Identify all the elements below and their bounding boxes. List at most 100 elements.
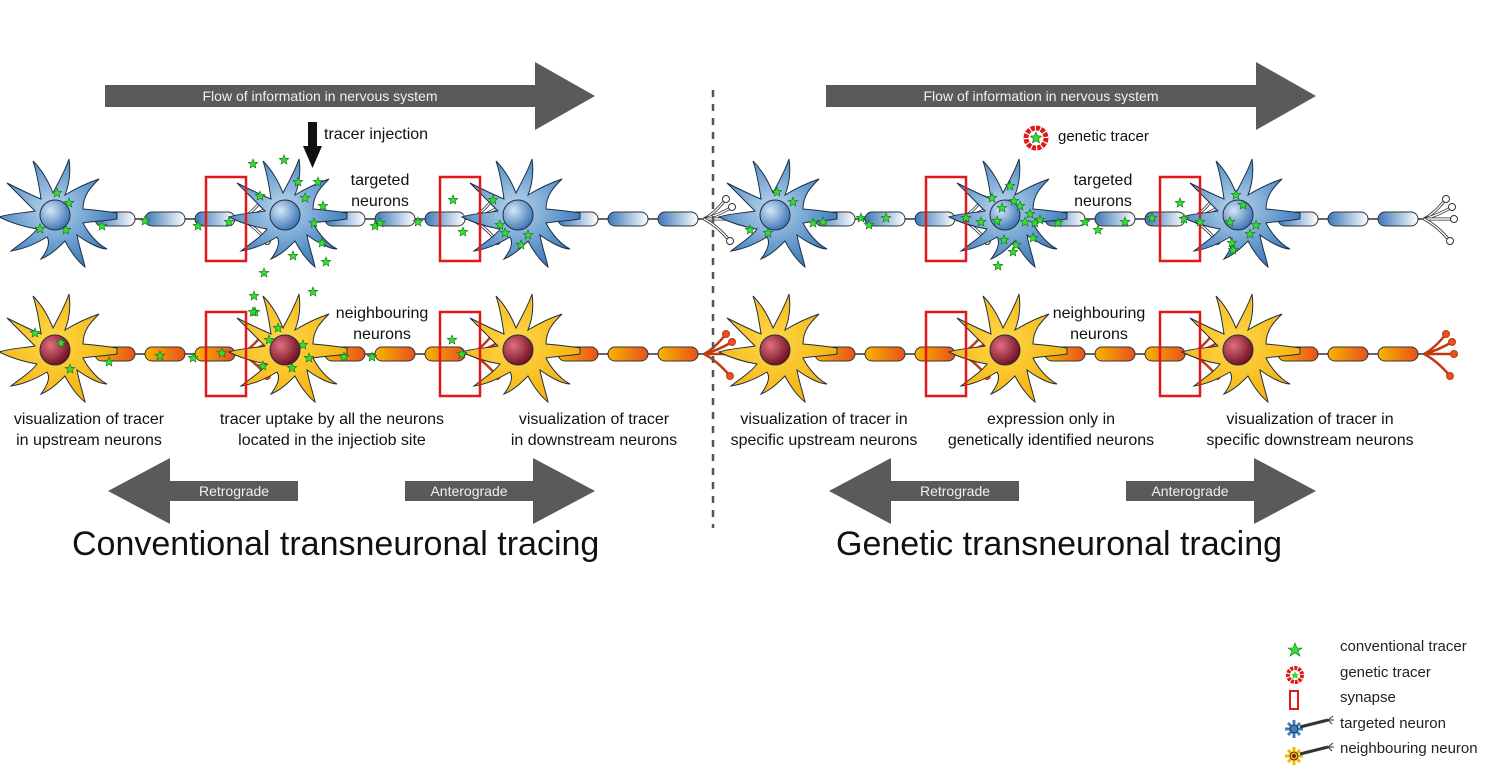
tracer-star-icon bbox=[1014, 200, 1026, 211]
tracer-star-icon bbox=[96, 220, 108, 231]
tracer-star-icon bbox=[366, 351, 378, 362]
legend-item-genetic-tracer: genetic tracer bbox=[1280, 662, 1500, 688]
caption-line: expression only in bbox=[986, 411, 1116, 428]
caption-line: tracer uptake by all the neurons bbox=[219, 411, 445, 428]
caption-upstream: visualization of tracer in upstream neur… bbox=[0, 409, 178, 451]
tracer-star-icon bbox=[299, 192, 311, 203]
tracer-star-icon bbox=[1119, 216, 1131, 227]
synapse-box bbox=[438, 310, 482, 398]
genetic-tracer-icon bbox=[1286, 665, 1304, 684]
tracer-star-icon bbox=[1024, 208, 1036, 219]
myelin-sheath bbox=[657, 346, 699, 362]
neighbouring-neurons-line1: neighbouring bbox=[1052, 305, 1146, 322]
caption-line: genetically identified neurons bbox=[947, 432, 1155, 449]
tracer-star-icon bbox=[1194, 216, 1206, 227]
tracer-star-icon bbox=[855, 212, 867, 223]
caption-downstream: visualization of tracer in specific down… bbox=[1192, 409, 1428, 451]
neighbouring-neurons-line2: neurons bbox=[353, 326, 411, 343]
myelin-sheath bbox=[864, 346, 906, 362]
tracer-star-icon bbox=[338, 351, 350, 362]
retrograde-arrow-conventional: Retrograde bbox=[108, 458, 298, 524]
injection-arrow-head bbox=[303, 146, 322, 168]
flow-arrow-conventional-label: Flow of information in nervous system bbox=[203, 88, 438, 104]
myelin-sheath bbox=[194, 346, 236, 362]
tracer-star-icon bbox=[103, 356, 115, 367]
tracer-star-icon bbox=[139, 215, 151, 226]
nucleus bbox=[502, 334, 534, 366]
tracer-star-icon bbox=[762, 227, 774, 238]
terminal-bouton bbox=[1450, 350, 1458, 358]
neighbouring-neurons-line2: neurons bbox=[1070, 326, 1128, 343]
neighbouring-axon bbox=[1274, 330, 1458, 380]
targeted-neurons-line1: targeted bbox=[1073, 172, 1133, 189]
caption-line: visualization of tracer bbox=[13, 411, 165, 428]
tracer-star-icon bbox=[996, 202, 1008, 213]
panel-genetic bbox=[717, 158, 1458, 404]
terminal-bouton bbox=[1446, 372, 1454, 380]
terminal-bouton bbox=[728, 203, 736, 211]
neighbouring-axon bbox=[554, 330, 738, 380]
tracer-star-icon bbox=[316, 237, 328, 248]
tracer-star-icon bbox=[1010, 239, 1022, 250]
tracer-star-icon bbox=[317, 200, 329, 211]
tracer-star-icon bbox=[308, 217, 320, 228]
myelin-sheath bbox=[607, 211, 649, 227]
tracer-star-icon bbox=[1174, 197, 1186, 208]
caption-line: specific downstream neurons bbox=[1206, 432, 1414, 449]
targeted-neuron bbox=[717, 158, 838, 269]
tracer-star-icon bbox=[1027, 232, 1039, 243]
tracer-star-icon bbox=[412, 216, 424, 227]
nucleus bbox=[759, 199, 791, 231]
conventional-tracer-icon bbox=[1287, 642, 1303, 657]
axon-terminal bbox=[703, 217, 732, 242]
nucleus bbox=[39, 334, 71, 366]
legend-label: neighbouring neuron bbox=[1340, 740, 1478, 757]
neighbouring-neuron-icon bbox=[1285, 742, 1334, 765]
caption-upstream: visualization of tracer in specific upst… bbox=[716, 409, 932, 451]
tracer-star-icon bbox=[247, 306, 259, 317]
tracer-star-icon bbox=[187, 352, 199, 363]
nucleus bbox=[989, 334, 1021, 366]
tracer-star-icon bbox=[960, 212, 972, 223]
neighbouring-neuron bbox=[227, 293, 348, 404]
tracer-star-icon bbox=[320, 256, 332, 267]
myelin-sheath bbox=[1094, 346, 1136, 362]
targeted-neurons-line2: neurons bbox=[351, 193, 409, 210]
tracer-star-icon bbox=[286, 362, 298, 373]
myelin-sheath bbox=[1377, 346, 1419, 362]
neighbouring-neuron bbox=[717, 293, 838, 404]
tracer-star-icon bbox=[292, 176, 304, 187]
myelin-sheath bbox=[914, 346, 956, 362]
retrograde-arrow-conventional-shape bbox=[108, 458, 298, 524]
genetic-tracer-label: genetic tracer bbox=[1058, 128, 1149, 145]
anterograde-arrow-conventional-shape bbox=[405, 458, 595, 524]
tracer-star-icon bbox=[522, 229, 534, 240]
panel-title-conventional: Conventional transneuronal tracing bbox=[72, 525, 600, 563]
legend-label: genetic tracer bbox=[1340, 663, 1431, 681]
myelin-sheath bbox=[374, 211, 416, 227]
retrograde-arrow-genetic-label: Retrograde bbox=[920, 483, 990, 499]
myelin-sheath bbox=[1377, 211, 1419, 227]
tracer-star-icon bbox=[975, 216, 987, 227]
flow-arrow-genetic-label: Flow of information in nervous system bbox=[924, 88, 1159, 104]
legend-item-conventional-tracer: conventional tracer bbox=[1280, 636, 1500, 662]
tracer-star-icon bbox=[1224, 216, 1236, 227]
anterograde-arrow-conventional-label: Anterograde bbox=[430, 483, 507, 499]
tracer-star-icon bbox=[515, 239, 527, 250]
tracer-star-icon bbox=[787, 196, 799, 207]
tracer-star-icon bbox=[991, 215, 1003, 226]
tracer-star-icon bbox=[374, 217, 386, 228]
flow-arrow-conventional: Flow of information in nervous system bbox=[105, 62, 595, 130]
synapse-box bbox=[204, 310, 248, 398]
tracer-star-icon bbox=[1007, 246, 1019, 257]
tracer-star-icon bbox=[807, 217, 819, 228]
tracer-star-icon bbox=[986, 192, 998, 203]
nucleus bbox=[759, 334, 791, 366]
tracer-star-icon bbox=[817, 216, 829, 227]
tracer-star-icon bbox=[297, 339, 309, 350]
caption-line: located in the injectiob site bbox=[238, 432, 426, 449]
caption-line: in downstream neurons bbox=[510, 432, 678, 449]
neighbouring-neuron bbox=[1180, 293, 1301, 404]
myelin-sheath bbox=[144, 346, 186, 362]
tracer-star-icon bbox=[257, 360, 269, 371]
